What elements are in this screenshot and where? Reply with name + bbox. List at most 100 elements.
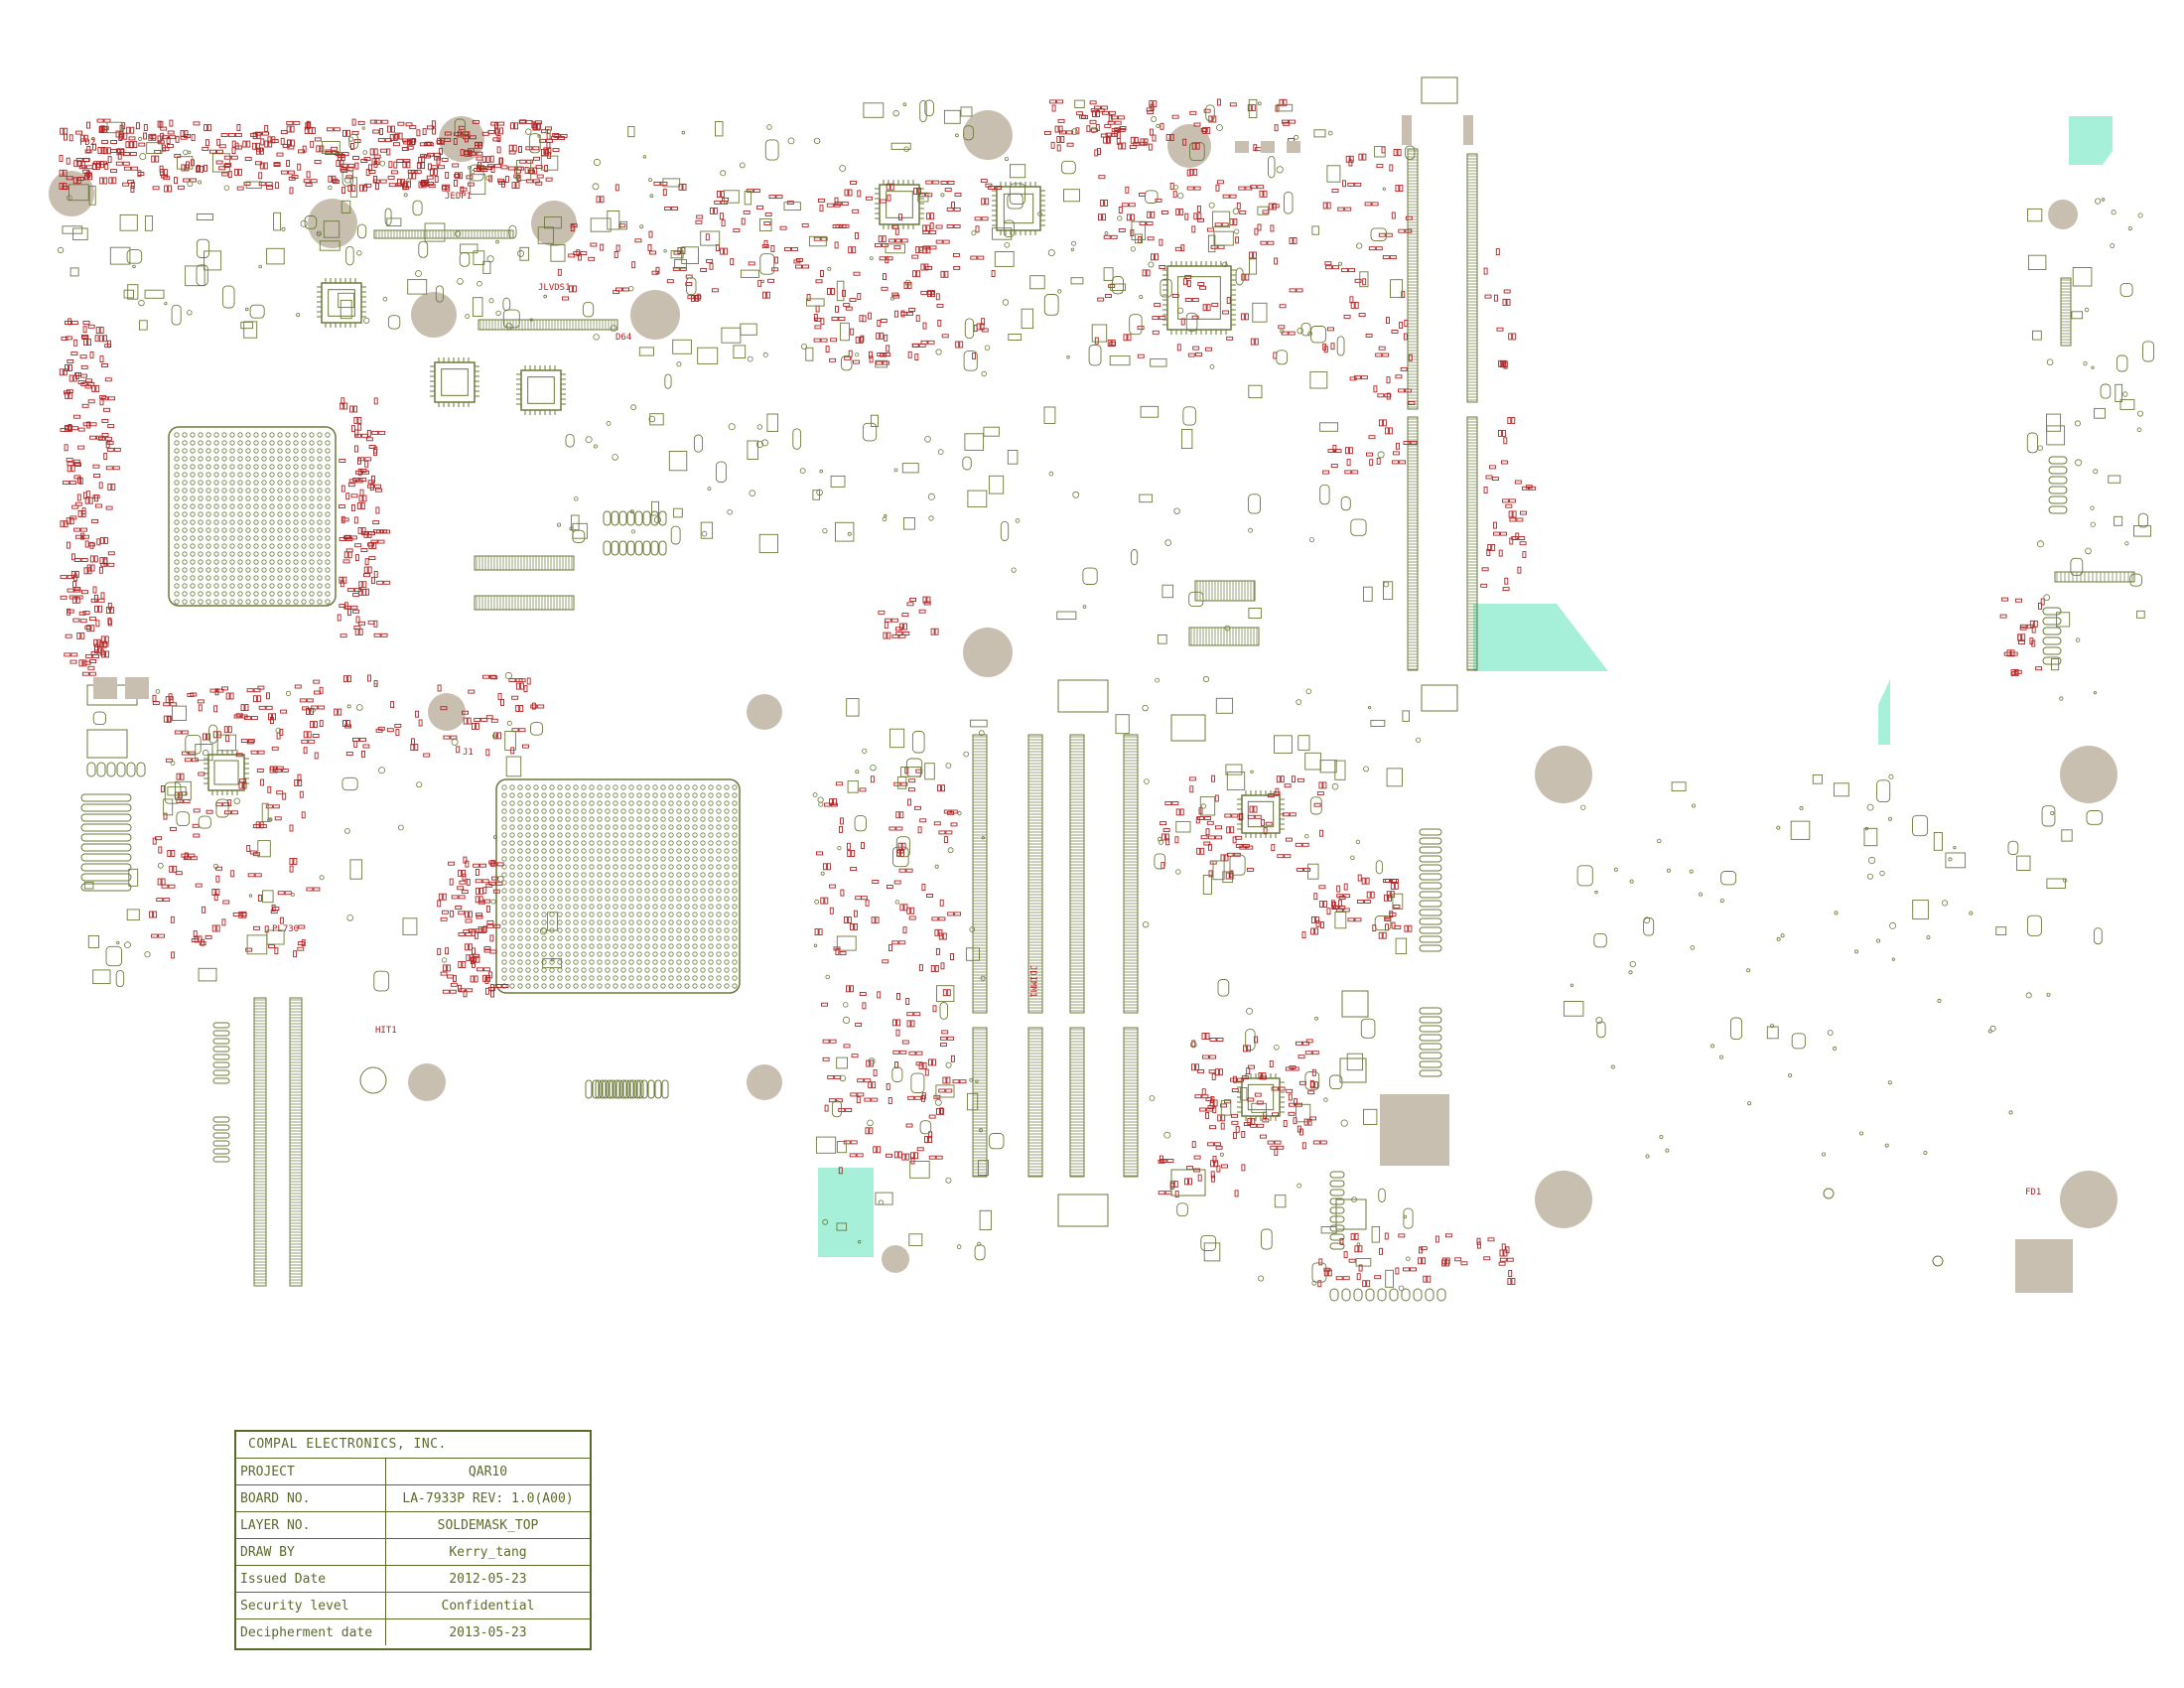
smd-component [1202, 304, 1207, 312]
smd-component [168, 884, 176, 889]
smd-component [981, 216, 989, 221]
smd-component [236, 186, 244, 191]
smd-component [822, 863, 827, 871]
bga-ball [597, 880, 603, 886]
bga-ball [533, 880, 539, 886]
smd-component [1130, 136, 1135, 144]
bga-ball [253, 480, 259, 486]
bga-ball [708, 800, 714, 806]
bga-ball [277, 559, 283, 565]
bga-ball [597, 983, 603, 989]
smd-component [167, 850, 172, 857]
bga-ball [620, 904, 626, 910]
smd-component [518, 119, 526, 124]
smd-component [1398, 228, 1406, 233]
bga-ball [269, 583, 275, 589]
smd-component [258, 705, 266, 710]
smd-component [910, 907, 915, 914]
bga-ball [573, 848, 579, 854]
bga-ball [732, 816, 738, 822]
bga-ball [237, 543, 243, 549]
smd-component [861, 842, 865, 850]
smd-component [844, 189, 849, 197]
smd-component [493, 164, 501, 169]
smd-component [92, 143, 97, 151]
bga-ball [309, 432, 315, 438]
smd-component [1247, 104, 1252, 112]
bga-ball [628, 848, 634, 854]
pad [80, 803, 132, 812]
smd-component [468, 149, 473, 157]
qfp-chip-pad [1247, 800, 1275, 828]
bga-ball [589, 864, 595, 870]
smd-component [90, 598, 98, 603]
smd-component [347, 551, 352, 559]
bga-ball [549, 864, 555, 870]
bga-ball [253, 551, 259, 557]
bga-ball [708, 975, 714, 981]
smd-component [622, 287, 629, 292]
smd-component [985, 183, 993, 188]
smd-component [514, 122, 518, 130]
smd-component [153, 911, 158, 918]
smd-component [764, 211, 772, 216]
bga-ball [549, 896, 555, 902]
bga-ball [644, 967, 650, 973]
smd-component [449, 878, 454, 886]
smd-component [91, 384, 96, 392]
smd-component [893, 880, 901, 885]
smd-component [463, 717, 468, 725]
smd-component [80, 532, 85, 540]
smd-component [483, 948, 491, 953]
smd-component [891, 940, 899, 945]
smd-component [1240, 313, 1245, 321]
smd-component [341, 485, 345, 492]
smd-component [1245, 273, 1250, 281]
smd-component [933, 821, 941, 826]
bga-ball [565, 975, 571, 981]
bga-ball [557, 912, 563, 917]
smd-component [453, 179, 458, 187]
bga-ball [573, 816, 579, 822]
bga-ball [213, 440, 219, 446]
smd-component [813, 338, 821, 343]
bga-ball [525, 784, 531, 790]
smd-component [176, 773, 181, 780]
bga-ball [668, 983, 674, 989]
bga-ball [517, 983, 523, 989]
smd-component [68, 318, 72, 326]
smd-component [898, 868, 906, 873]
smd-component [459, 880, 467, 885]
smd-component [500, 698, 504, 706]
bga-ball [509, 824, 515, 830]
smd-component [80, 632, 85, 639]
pad [2048, 476, 2068, 485]
bga-ball [605, 816, 611, 822]
bga-ball [708, 872, 714, 878]
smd-component [536, 122, 541, 130]
smd-component [254, 873, 262, 878]
smd-component [940, 270, 945, 278]
smd-component [833, 798, 837, 806]
smd-component [451, 895, 459, 900]
smd-component [486, 923, 494, 928]
bga-ball [692, 848, 698, 854]
smd-component [935, 1155, 943, 1160]
smd-component [406, 145, 414, 150]
smd-component [857, 1092, 865, 1097]
smd-component [431, 165, 438, 170]
bga-ball [541, 983, 547, 989]
bga-ball [229, 543, 235, 549]
smd-component [1197, 282, 1205, 287]
smd-component [213, 705, 218, 713]
smd-component [462, 135, 470, 140]
smd-component [868, 1081, 873, 1089]
smd-component [802, 264, 809, 269]
smd-component [475, 142, 482, 146]
smd-component [514, 169, 522, 174]
smd-component [1159, 265, 1166, 269]
bga-ball [684, 800, 690, 806]
bga-ball [309, 591, 315, 597]
bga-ball [245, 591, 251, 597]
smd-component [893, 781, 901, 786]
